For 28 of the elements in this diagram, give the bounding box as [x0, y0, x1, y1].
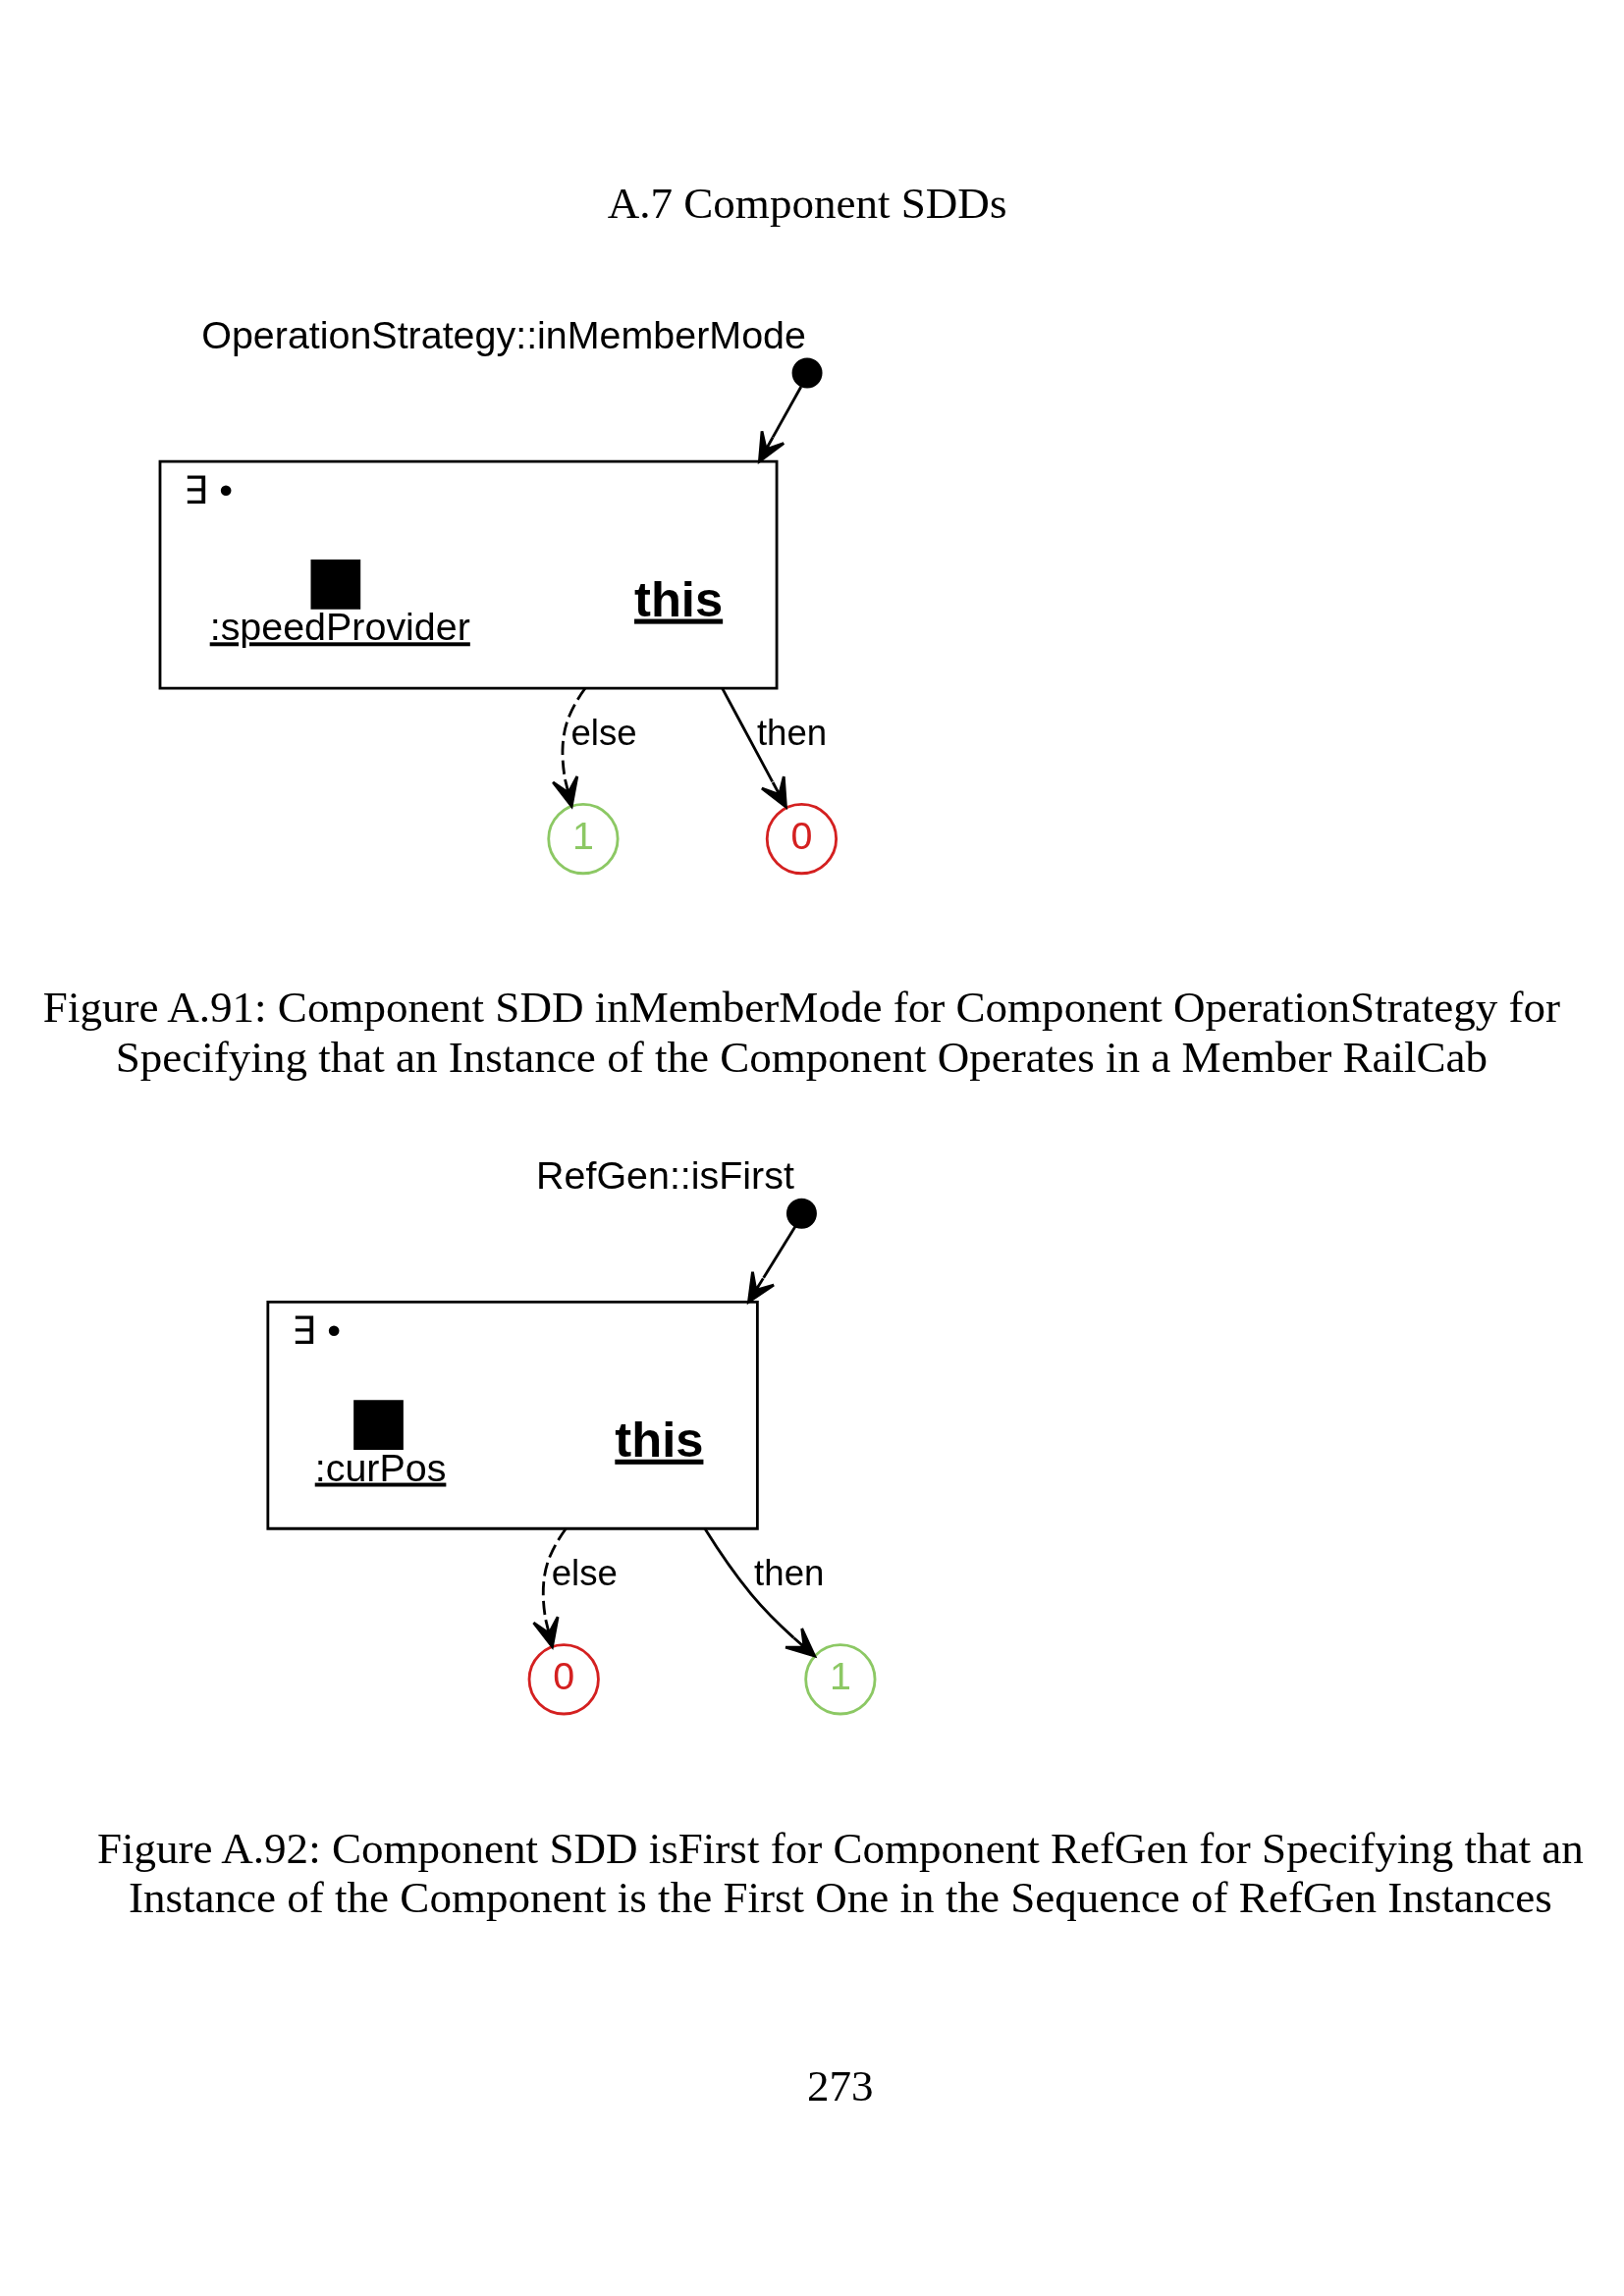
node-circle: 0 — [527, 1642, 600, 1715]
label: A.7 Component SDDs — [607, 178, 1007, 228]
arrow — [532, 1526, 568, 1648]
label: Figure A.91: Component SDD inMemberMode for Component OperationStrategy for Specifying that an Instance of the Component Operates in a Member RailCab — [42, 982, 1561, 1082]
label: 273 — [807, 2060, 874, 2110]
node-circle — [785, 1198, 817, 1229]
node-text: this — [634, 570, 724, 627]
arrow — [747, 1224, 797, 1304]
node-box — [353, 1399, 404, 1450]
arrow — [758, 385, 803, 462]
node-circle: 0 — [765, 802, 839, 875]
arrow — [721, 686, 787, 808]
label: Figure A.92: Component SDD isFirst for Component RefGen for Specifying that an Instance of the Component is the First One in the Sequence of RefGen Instances — [96, 1823, 1584, 1922]
node-label: OperationStrategy::inMemberMode — [201, 312, 806, 356]
node-text: this — [615, 1411, 704, 1468]
edge-label: else — [570, 712, 637, 752]
edge-label: then — [754, 1552, 825, 1593]
arrow — [703, 1527, 817, 1657]
node-circle: 1 — [804, 1642, 877, 1715]
arrow — [551, 686, 587, 808]
node-label: :speedProvider — [209, 604, 470, 648]
node-label: RefGen::isFirst — [536, 1152, 794, 1197]
edge-label: else — [551, 1552, 618, 1593]
node-circle: 1 — [547, 802, 620, 875]
node-box — [310, 559, 361, 610]
edge-label: then — [756, 712, 828, 752]
node-circle — [791, 356, 823, 388]
node-label: :curPos — [314, 1445, 447, 1489]
